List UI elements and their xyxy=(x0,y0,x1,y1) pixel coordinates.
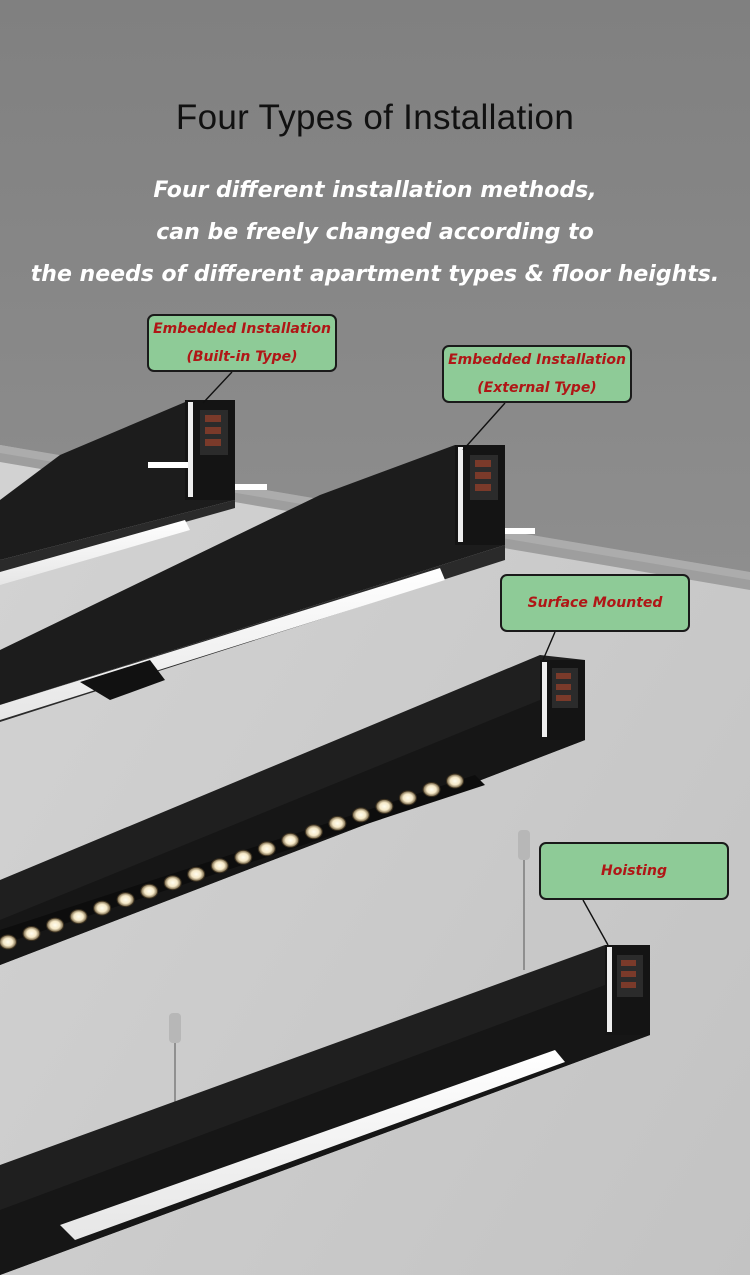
page-title: Four Types of Installation xyxy=(175,98,575,137)
led-dot xyxy=(0,934,17,950)
leader-line-surface xyxy=(542,631,556,661)
label-surface-line1: Surface Mounted xyxy=(527,595,663,611)
led-dot xyxy=(375,798,394,814)
diffuser-strip-hoisting xyxy=(60,1050,565,1240)
label-embedded-external: Embedded Installation (External Type) xyxy=(442,345,632,403)
led-dot xyxy=(398,790,417,806)
label-surface-mounted: Surface Mounted xyxy=(500,574,690,632)
led-dot xyxy=(187,866,206,882)
led-dot xyxy=(328,815,347,831)
led-dot xyxy=(69,909,88,925)
led-dot xyxy=(304,824,323,840)
label-embedded-builtin: Embedded Installation (Built-in Type) xyxy=(147,314,337,372)
led-dot xyxy=(93,900,112,916)
light-hoisting xyxy=(0,830,650,1275)
leader-line-hoisting xyxy=(582,899,609,946)
led-dot xyxy=(210,858,229,874)
light-embedded-builtin xyxy=(0,400,267,585)
led-dot xyxy=(22,926,41,941)
label-hoisting: Hoisting xyxy=(539,842,729,900)
led-dot xyxy=(140,883,159,899)
led-dot xyxy=(422,782,441,797)
led-dot xyxy=(234,849,253,865)
light-embedded-external xyxy=(0,445,535,722)
led-dot xyxy=(257,841,276,857)
led-row xyxy=(0,773,464,950)
subtitle-line-2: can be freely changed according to xyxy=(156,220,594,245)
leader-line-builtin xyxy=(202,371,233,404)
label-builtin-line1: Embedded Installation xyxy=(153,321,331,337)
led-dot xyxy=(446,773,464,789)
leader-line-external xyxy=(462,402,506,451)
suspension-mount-right xyxy=(518,830,530,860)
label-external-line2: (External Type) xyxy=(477,380,597,396)
label-external-line1: Embedded Installation xyxy=(448,352,626,368)
led-dot xyxy=(281,832,300,848)
suspension-mount-left xyxy=(169,1013,181,1043)
led-dot xyxy=(116,892,135,908)
diffuser-strip-1 xyxy=(0,520,190,585)
subtitle-line-1: Four different installation methods, xyxy=(153,178,597,203)
led-dot xyxy=(163,875,182,891)
subtitle-line-3: the needs of different apartment types &… xyxy=(30,262,720,287)
light-surface-mounted xyxy=(0,655,585,965)
led-dot xyxy=(46,917,65,933)
label-builtin-line2: (Built-in Type) xyxy=(186,349,298,365)
label-hoisting-line1: Hoisting xyxy=(601,863,667,879)
led-dot xyxy=(351,807,370,823)
